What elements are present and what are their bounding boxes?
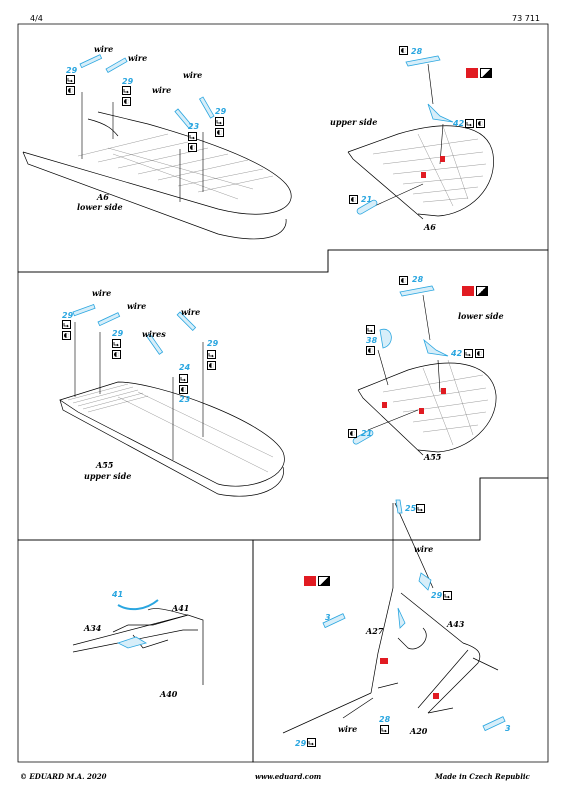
part-label: A6 — [424, 222, 436, 232]
part-number: 3 — [505, 724, 511, 733]
bend-icon — [207, 350, 216, 359]
paint-red-icon — [466, 68, 478, 78]
twist-icon — [476, 119, 485, 128]
wire-label: wire — [127, 301, 147, 311]
part-number: 29 — [112, 329, 124, 338]
bend-icon — [215, 117, 224, 126]
panel2-drawing — [347, 55, 494, 220]
wire-label: wire — [338, 724, 358, 734]
bend-icon — [465, 119, 474, 128]
part-number: 41 — [112, 590, 124, 599]
bend-icon — [66, 75, 75, 84]
bend-icon — [366, 325, 375, 334]
panel6-drawing — [282, 499, 506, 734]
bend-icon — [188, 132, 197, 141]
part-number: 38 — [366, 336, 378, 345]
part-number: 29 — [122, 77, 134, 86]
part-number: 29 — [295, 739, 307, 748]
paint-black-white-icon — [480, 68, 492, 78]
page-number: 4/4 — [30, 14, 43, 23]
twist-icon — [112, 350, 121, 359]
panel1-drawing — [22, 54, 292, 240]
wire-label: wire — [92, 288, 112, 298]
wire-label: wire — [94, 44, 114, 54]
twist-icon — [122, 97, 131, 106]
twist-icon — [207, 361, 216, 370]
kit-code: 73 711 — [512, 14, 540, 23]
copyright: © EDUARD M.A. 2020 — [20, 772, 107, 781]
twist-icon — [399, 46, 408, 55]
wire-label: wire — [181, 307, 201, 317]
bend-icon — [179, 374, 188, 383]
part-number: 29 — [66, 66, 78, 75]
twist-icon — [215, 128, 224, 137]
part-number: 29 — [431, 591, 443, 600]
part-label: A55 — [424, 452, 442, 462]
part-number: 28 — [411, 47, 423, 56]
part-label: A43 — [447, 619, 465, 629]
bend-icon — [380, 725, 389, 734]
panel4-drawing — [352, 285, 497, 456]
part-number: 3 — [325, 613, 331, 622]
side-label: lower side — [458, 311, 504, 321]
paint-black-white-icon — [476, 286, 488, 296]
bend-icon — [122, 86, 131, 95]
part-number: 28 — [412, 275, 424, 284]
part-label: A55 — [96, 460, 114, 470]
twist-icon — [188, 143, 197, 152]
bend-icon — [112, 339, 121, 348]
twist-icon — [66, 86, 75, 95]
part-number: 29 — [207, 339, 219, 348]
wire-label: wire — [128, 53, 148, 63]
twist-icon — [348, 429, 357, 438]
panel3-drawing — [59, 303, 285, 497]
bend-icon — [443, 591, 452, 600]
part-label: A6 — [97, 192, 109, 202]
part-label: A20 — [410, 726, 428, 736]
side-label: upper side — [330, 117, 378, 127]
bend-icon — [464, 349, 473, 358]
part-number: 28 — [379, 715, 391, 724]
part-number: 21 — [361, 195, 373, 204]
part-number: 24 — [179, 363, 191, 372]
wire-label: wires — [142, 329, 166, 339]
part-number: 29 — [62, 311, 74, 320]
wire-label: wire — [183, 70, 203, 80]
paint-black-white-icon — [318, 576, 330, 586]
bend-icon — [62, 320, 71, 329]
wire-label: wire — [414, 544, 434, 554]
bend-icon — [307, 738, 316, 747]
twist-icon — [349, 195, 358, 204]
part-label: A27 — [366, 626, 384, 636]
side-label: lower side — [77, 202, 123, 212]
bend-icon — [416, 504, 425, 513]
part-number: 25 — [405, 504, 417, 513]
origin: Made in Czech Republic — [435, 772, 530, 781]
twist-icon — [179, 385, 188, 394]
twist-icon — [399, 276, 408, 285]
twist-icon — [475, 349, 484, 358]
panel5-drawing — [72, 599, 204, 685]
part-label: A41 — [172, 603, 190, 613]
part-number: 42 — [453, 119, 465, 128]
twist-icon — [62, 331, 71, 340]
website: www.eduard.com — [255, 772, 322, 781]
part-number: 23 — [179, 395, 191, 404]
part-number: 21 — [361, 429, 373, 438]
part-number: 29 — [215, 107, 227, 116]
paint-red-icon — [462, 286, 474, 296]
wire-label: wire — [152, 85, 172, 95]
part-number: 42 — [451, 349, 463, 358]
part-label: A34 — [84, 623, 102, 633]
paint-red-icon — [304, 576, 316, 586]
twist-icon — [366, 346, 375, 355]
side-label: upper side — [84, 471, 132, 481]
part-label: A40 — [160, 689, 178, 699]
part-number: 23 — [188, 122, 200, 131]
